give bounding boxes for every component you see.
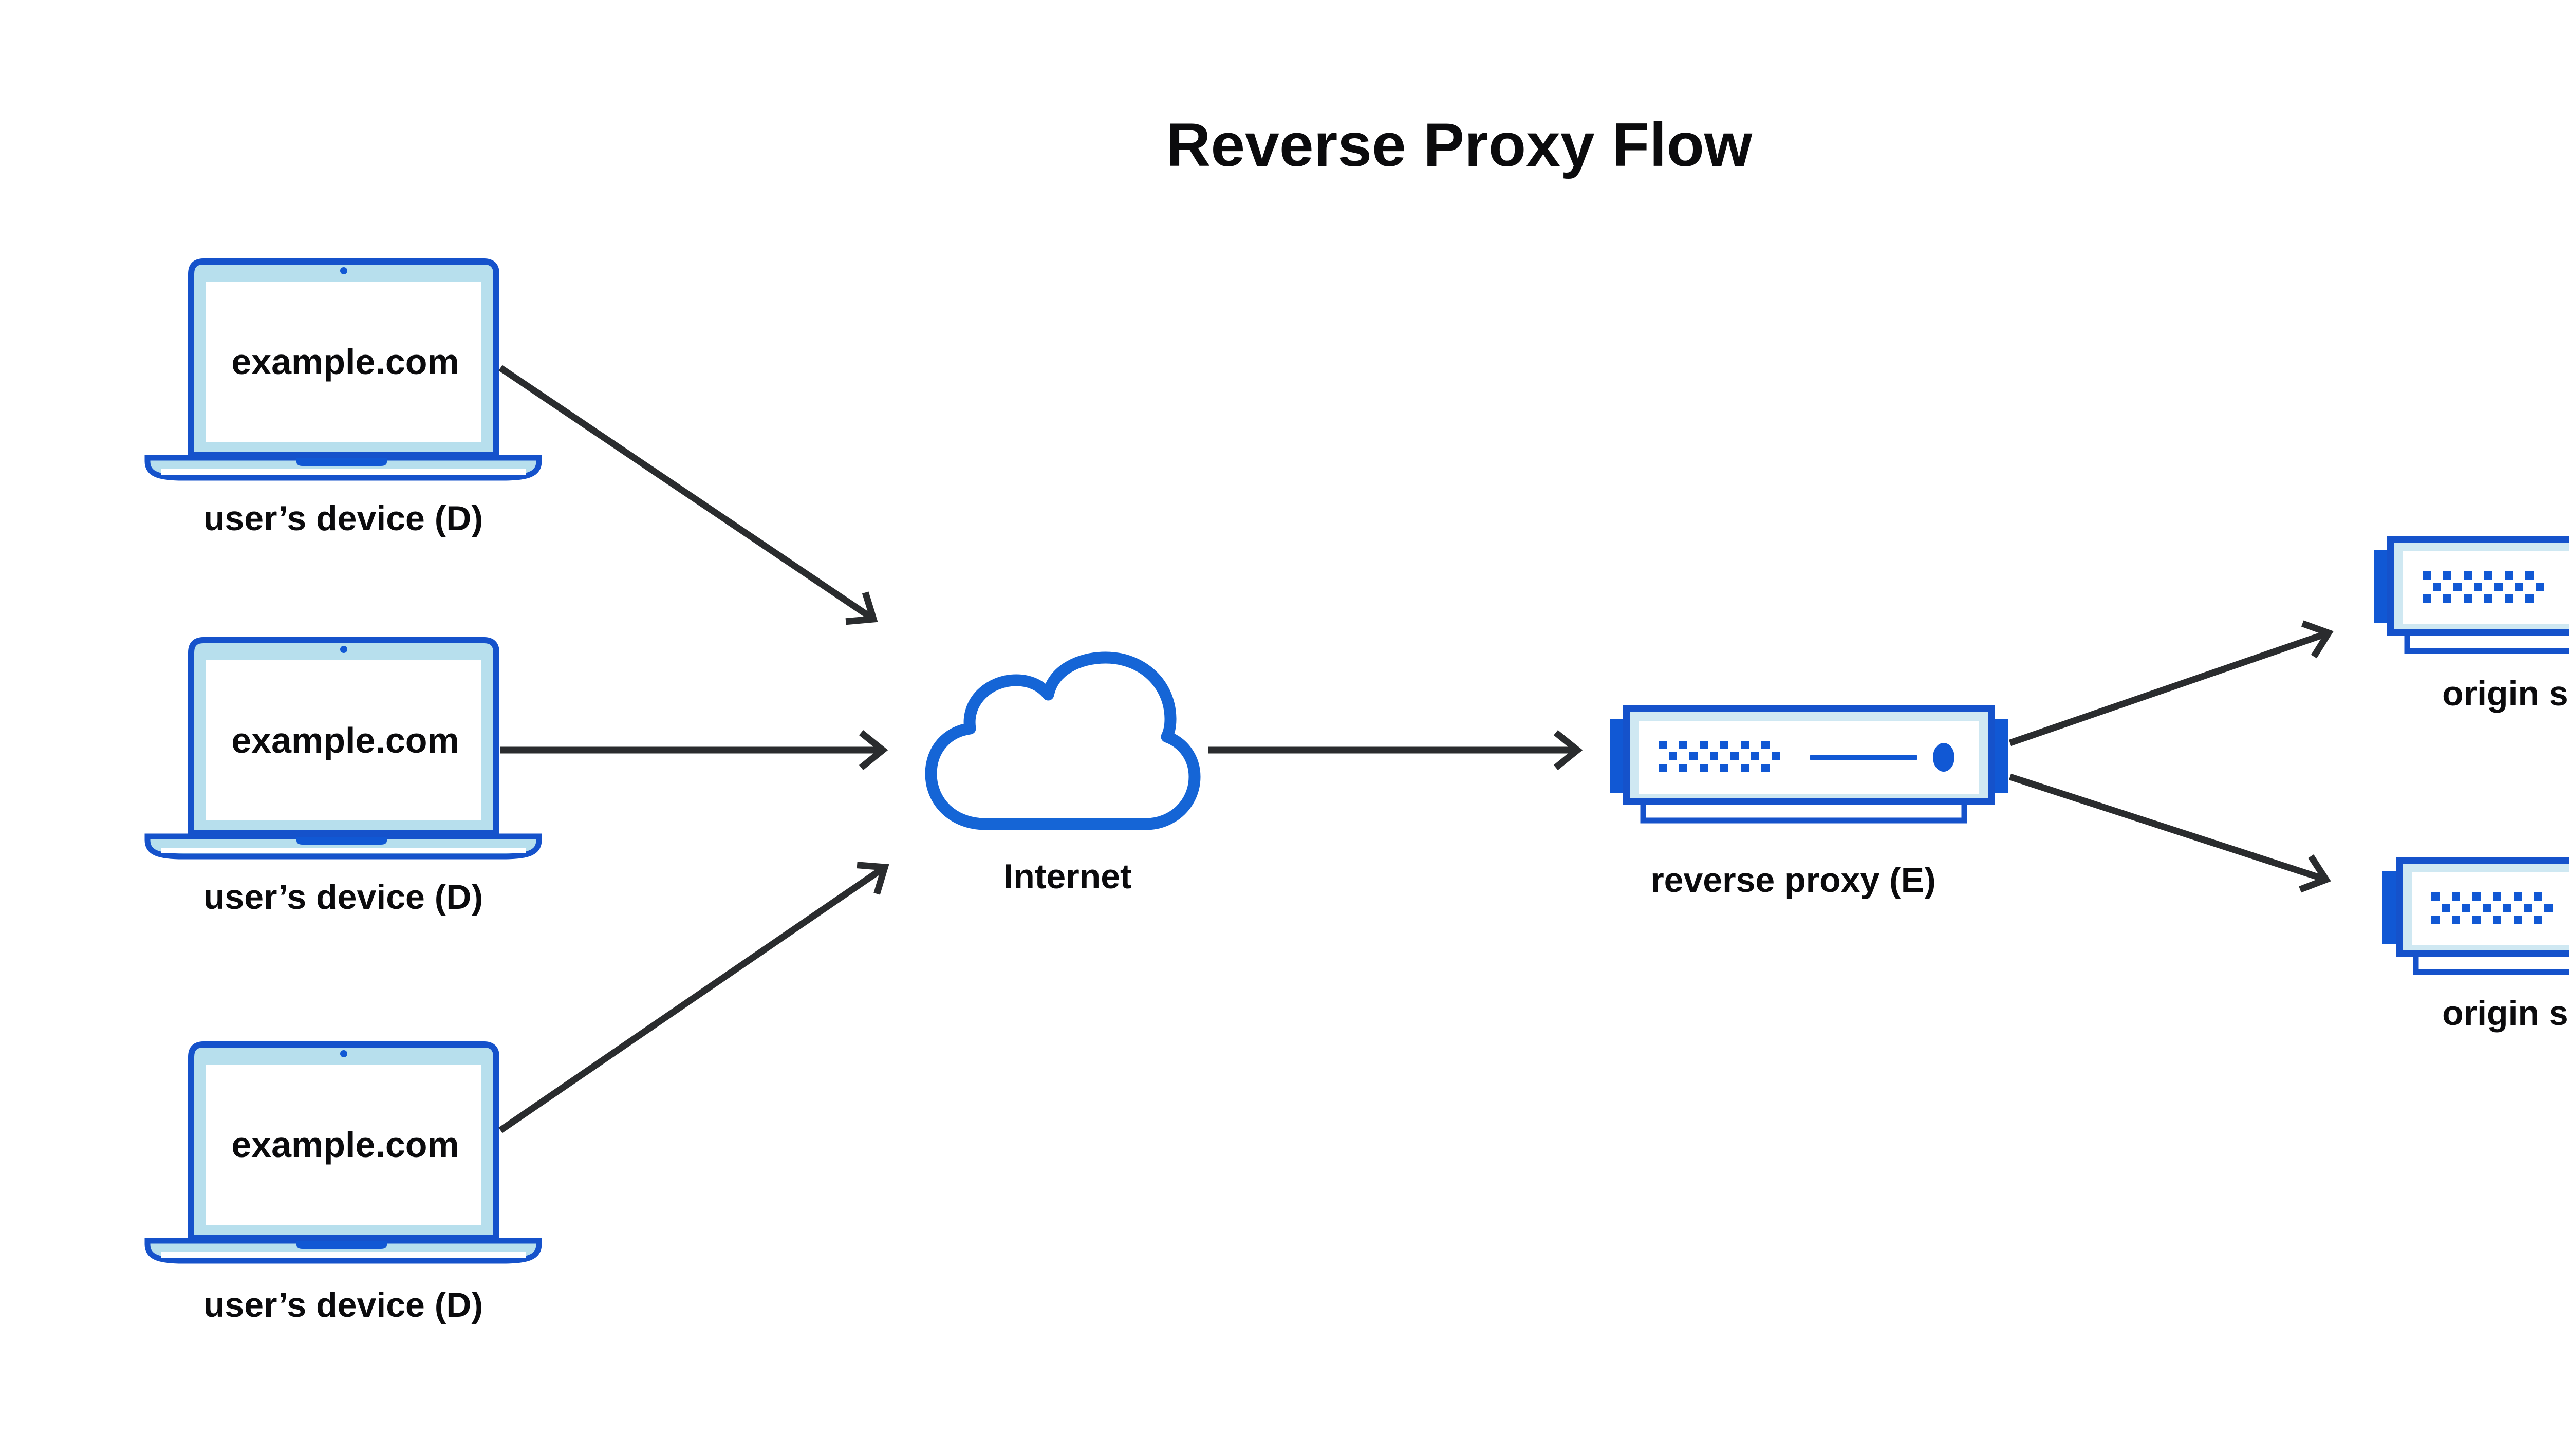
- device-1-label: user’s device (D): [203, 499, 483, 538]
- origin-server-2-icon: [2382, 861, 2569, 973]
- origin-server-1-label: origin server (F): [2442, 674, 2569, 713]
- origin-server-1-icon: [2374, 539, 2569, 651]
- internet-label: Internet: [1003, 857, 1132, 896]
- internet-cloud-icon: [931, 658, 1195, 824]
- device-1-screen-url: example.com: [231, 342, 459, 382]
- device-3-label: user’s device (D): [203, 1285, 483, 1324]
- device-2-label: user’s device (D): [203, 878, 483, 917]
- arrow-proxy-to-origin2: [2008, 773, 2331, 893]
- arrow-device1-to-internet: [498, 365, 878, 625]
- reverse-proxy-server-icon: [1610, 709, 2008, 821]
- device-2-screen-url: example.com: [231, 720, 459, 760]
- arrow-device3-to-internet: [498, 862, 889, 1133]
- origin-server-2-label: origin server (F): [2442, 994, 2569, 1033]
- diagram-title: Reverse Proxy Flow: [1166, 110, 1753, 179]
- reverse-proxy-label: reverse proxy (E): [1650, 861, 1936, 900]
- arrow-proxy-to-origin1: [2008, 620, 2334, 746]
- device-3-screen-url: example.com: [231, 1125, 459, 1165]
